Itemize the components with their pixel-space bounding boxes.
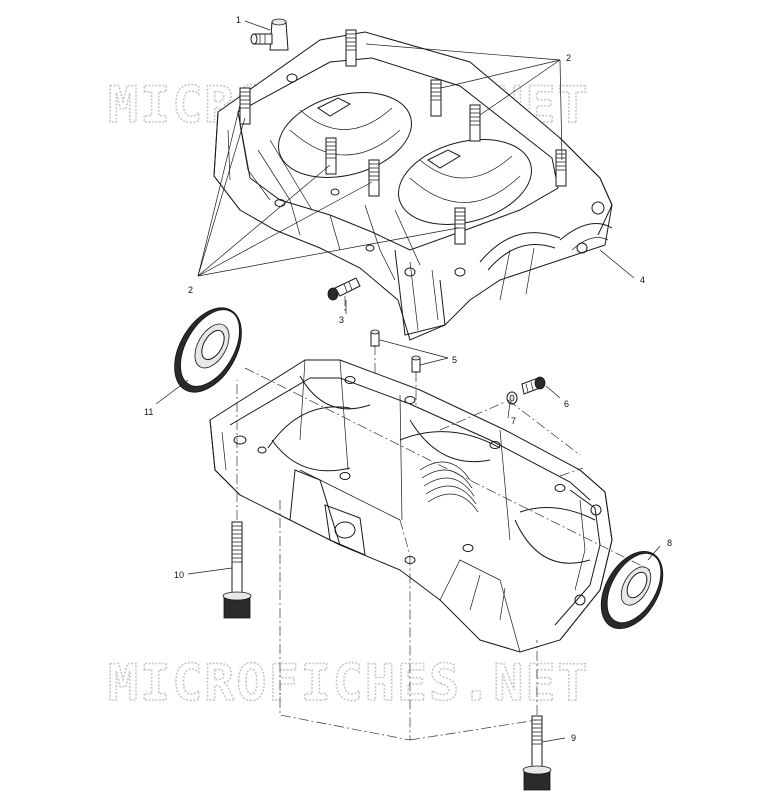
part-11-oil-seal <box>174 307 242 393</box>
callout-8: 8 <box>667 538 672 548</box>
stud-1 <box>345 29 357 67</box>
part-9-bolt <box>522 715 552 791</box>
callout-11: 11 <box>144 407 153 417</box>
callout-2-top: 2 <box>566 53 571 63</box>
part-1-elbow-fitting <box>250 18 289 51</box>
upper-crankcase <box>213 31 613 341</box>
lower-crankcase <box>209 359 613 653</box>
callout-10: 10 <box>174 570 184 580</box>
part-3-bolt <box>327 277 361 301</box>
part-8-oil-seal <box>600 550 664 630</box>
watermark-bottom: MICROFICHES.NET <box>108 654 590 712</box>
part-6-screw <box>521 376 546 395</box>
callout-9: 9 <box>571 733 576 743</box>
callout-3: 3 <box>339 315 344 325</box>
callout-4: 4 <box>640 275 645 285</box>
part-7-washer <box>506 391 518 405</box>
callout-1: 1 <box>236 15 241 25</box>
stud-7 <box>368 159 380 197</box>
leader-lines <box>155 20 661 743</box>
stud-6 <box>325 137 337 175</box>
stud-2 <box>430 79 442 117</box>
callout-5: 5 <box>452 355 457 365</box>
assembly-centerlines <box>236 296 651 741</box>
callout-2-left: 2 <box>188 285 193 295</box>
callout-6: 6 <box>564 399 569 409</box>
callout-7: 7 <box>511 416 516 426</box>
stud-5 <box>469 104 481 142</box>
stud-8 <box>454 207 466 245</box>
cylinder-studs <box>239 29 567 245</box>
part-10-long-bolt <box>222 521 252 619</box>
stud-3 <box>555 149 567 187</box>
